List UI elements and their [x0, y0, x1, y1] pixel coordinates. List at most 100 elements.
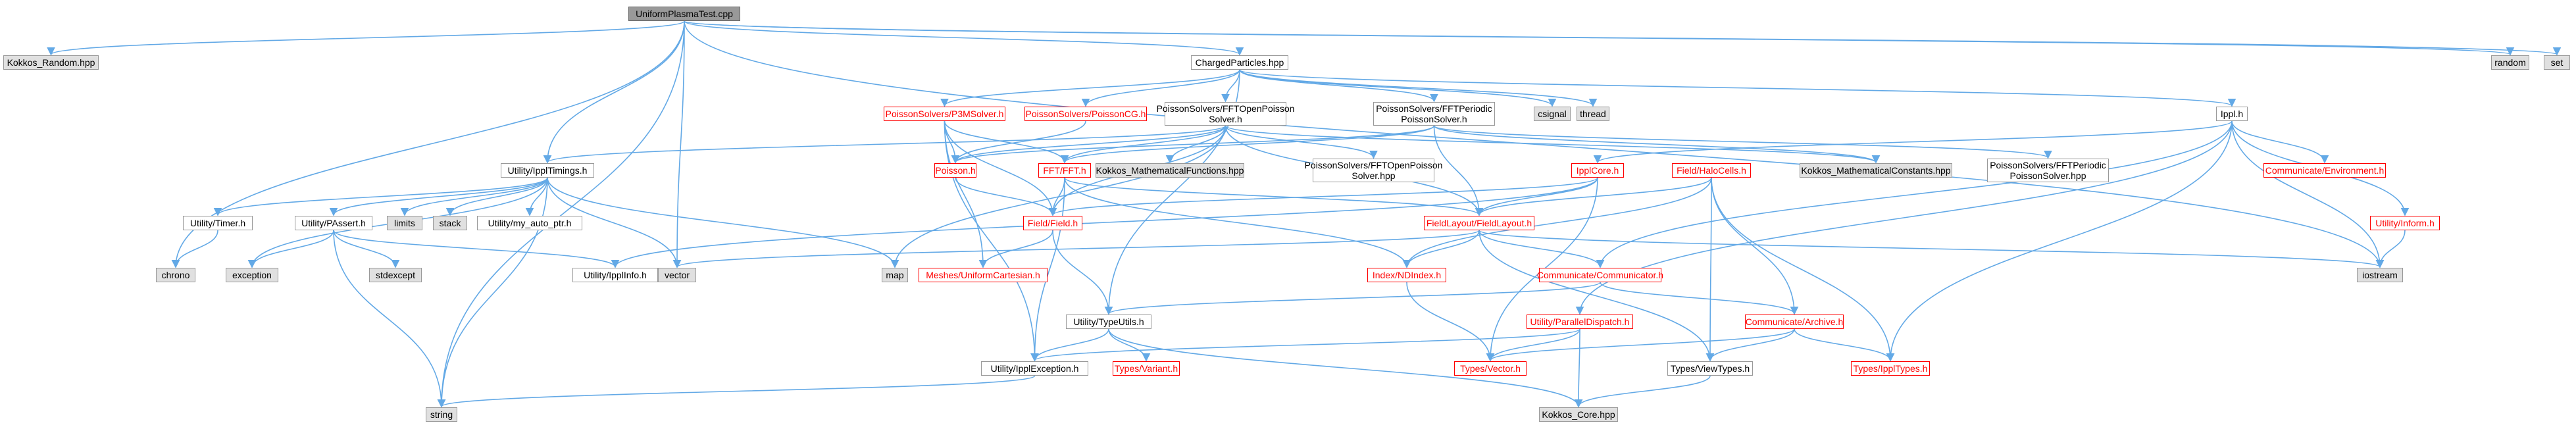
node-fft-periodic-solver-hpp[interactable]: PoissonSolvers/FFTPeriodic PoissonSolver…	[1987, 159, 2109, 182]
edge-halo-cells-to-view-types	[1705, 177, 1715, 362]
node-type-utils[interactable]: Utility/TypeUtils.h	[1066, 315, 1151, 329]
node-p3m-solver[interactable]: PoissonSolvers/P3MSolver.h	[884, 107, 1005, 121]
edge-ippl-timings-to-stack	[445, 177, 548, 216]
edge-field-layout-to-view-types	[1478, 230, 1715, 362]
edge-ippl-timings-to-limits	[400, 177, 548, 216]
edge-timer-to-chrono	[171, 230, 218, 268]
node-csignal[interactable]: csignal	[1534, 107, 1571, 121]
node-charged-particles[interactable]: ChargedParticles.hpp	[1191, 55, 1288, 70]
node-fft-open-solver-h[interactable]: PoissonSolvers/FFTOpenPoisson Solver.h	[1156, 102, 1295, 126]
node-field-layout[interactable]: FieldLayout/FieldLayout.h	[1424, 216, 1534, 230]
edge-fft-periodic-solver-h-to-fft-periodic-solver-hpp	[1433, 125, 2052, 159]
edge-fft-periodic-solver-h-to-field-layout	[1433, 125, 1484, 216]
edge-fft-open-solver-h-to-kokkos-math-constants	[1225, 125, 1881, 164]
node-ippl-types[interactable]: Types/IpplTypes.h	[1851, 361, 1930, 376]
edge-ippl-h-to-communicator	[1596, 120, 2233, 268]
node-random[interactable]: random	[2491, 55, 2529, 70]
edge-ippl-timings-to-vector	[547, 177, 682, 268]
node-types-vector[interactable]: Types/Vector.h	[1454, 361, 1527, 376]
node-my-auto-ptr[interactable]: Utility/my_auto_ptr.h	[477, 216, 582, 230]
edge-communicator-to-archive	[1600, 282, 1799, 315]
edge-view-types-to-kokkos-core	[1574, 375, 1711, 408]
node-thread-visible[interactable]: thread	[1577, 107, 1609, 121]
node-ndindex[interactable]: Index/NDIndex.h	[1367, 268, 1446, 282]
node-field-h[interactable]: Field/Field.h	[1023, 216, 1082, 230]
node-stack[interactable]: stack	[433, 216, 467, 230]
node-halo-cells[interactable]: Field/HaloCells.h	[1672, 163, 1751, 178]
edge-archive-to-view-types	[1705, 328, 1795, 362]
edge-fft-open-solver-h-to-map	[890, 125, 1226, 268]
node-ippl-h[interactable]: Ippl.h	[2216, 107, 2248, 121]
edge-fft-h-to-field-layout	[1064, 177, 1484, 216]
edge-fft-open-solver-h-to-fft-h	[1060, 125, 1226, 164]
edge-field-h-to-type-utils	[1052, 230, 1113, 315]
edge-p3m-solver-to-uniform-cartesian	[944, 120, 988, 268]
edge-charged-particles-to-poisson-cg	[1081, 69, 1240, 107]
node-string[interactable]: string	[426, 407, 457, 422]
edge-fft-h-to-ippl-exception	[1030, 177, 1065, 362]
edge-p3m-solver-to-fft-h	[944, 120, 1069, 164]
node-exception[interactable]: exception	[226, 268, 278, 282]
node-variant[interactable]: Types/Variant.h	[1113, 361, 1180, 376]
node-archive[interactable]: Communicate/Archive.h	[1745, 315, 1844, 329]
node-kokkos-core[interactable]: Kokkos_Core.hpp	[1539, 407, 1618, 422]
node-fft-open-solver-hpp[interactable]: PoissonSolvers/FFTOpenPoisson Solver.hpp	[1304, 159, 1443, 182]
node-vector[interactable]: vector	[658, 268, 696, 282]
node-ippl-core[interactable]: IpplCore.h	[1571, 163, 1624, 178]
node-ippl-info[interactable]: Utility/IpplInfo.h	[572, 268, 658, 282]
edge-charged-particles-to-p3m-solver	[940, 69, 1240, 107]
node-ippl-exception[interactable]: Utility/IpplException.h	[981, 361, 1088, 376]
node-chrono[interactable]: chrono	[156, 268, 195, 282]
edge-ippl-h-to-iostream	[2231, 120, 2385, 268]
node-poisson-h[interactable]: Poisson.h	[934, 163, 976, 178]
edge-field-layout-to-vector	[673, 230, 1480, 268]
node-kokkos-math-constants[interactable]: Kokkos_MathematicalConstants.hpp	[1800, 163, 1952, 178]
node-passert[interactable]: Utility/PAssert.h	[295, 216, 372, 230]
edge-root-to-iostream	[684, 20, 2385, 268]
edge-charged-particles-to-ippl-h	[1239, 69, 2236, 107]
edge-halo-cells-to-field-layout	[1475, 177, 1712, 216]
edge-root-to-string	[437, 20, 685, 408]
node-parallel-dispatch[interactable]: Utility/ParallelDispatch.h	[1527, 315, 1633, 329]
node-inform[interactable]: Utility/Inform.h	[2370, 216, 2440, 230]
edge-ippl-exception-to-string	[438, 375, 1036, 408]
edge-poisson-cg-to-poisson-h	[951, 120, 1086, 164]
edge-passert-to-stdexcept	[333, 230, 400, 268]
edge-fft-periodic-solver-h-to-kokkos-math-constants	[1433, 125, 1881, 164]
edge-halo-cells-to-ndindex	[1402, 177, 1712, 268]
node-iostream[interactable]: iostream	[2357, 268, 2403, 282]
edge-type-utils-to-variant	[1108, 328, 1151, 362]
edge-ippl-h-to-ippl-types	[1886, 120, 2233, 362]
node-map[interactable]: map	[882, 268, 908, 282]
node-root[interactable]: UniformPlasmaTest.cpp	[628, 7, 740, 21]
node-ippl-timings[interactable]: Utility/IpplTimings.h	[501, 163, 594, 178]
node-fft-periodic-solver-h[interactable]: PoissonSolvers/FFTPeriodic PoissonSolver…	[1373, 102, 1495, 126]
edge-fft-open-solver-h-to-poisson-h	[951, 125, 1226, 164]
edge-archive-to-ippl-types	[1794, 328, 1895, 362]
edge-ippl-core-to-ippl-info	[611, 177, 1598, 268]
edge-ippl-timings-to-passert	[329, 177, 548, 216]
node-uniform-cartesian[interactable]: Meshes/UniformCartesian.h	[919, 268, 1048, 282]
node-communicate-environment[interactable]: Communicate/Environment.h	[2263, 163, 2386, 178]
edge-parallel-dispatch-to-ippl-exception	[1030, 328, 1580, 362]
node-stdexcept[interactable]: stdexcept	[369, 268, 422, 282]
node-kokkos-random[interactable]: Kokkos_Random.hpp	[3, 55, 99, 70]
edge-field-h-to-uniform-cartesian	[978, 230, 1053, 268]
node-poisson-cg[interactable]: PoissonSolvers/PoissonCG.h	[1024, 107, 1147, 121]
node-limits[interactable]: limits	[387, 216, 422, 230]
node-timer[interactable]: Utility/Timer.h	[183, 216, 253, 230]
edge-fft-open-solver-h-to-ippl-timings	[543, 125, 1226, 164]
node-set[interactable]: set	[2544, 55, 2570, 70]
node-view-types[interactable]: Types/ViewTypes.h	[1667, 361, 1753, 376]
node-kokkos-math-functions[interactable]: Kokkos_MathematicalFunctions.hpp	[1096, 163, 1244, 178]
node-communicator[interactable]: Communicate/Communicator.h	[1537, 268, 1663, 282]
edge-ippl-core-to-field-h	[1048, 177, 1598, 216]
edge-fft-periodic-solver-h-to-poisson-h	[951, 125, 1435, 164]
edge-ippl-timings-to-timer	[213, 177, 548, 216]
node-fft-h[interactable]: FFT/FFT.h	[1038, 163, 1091, 178]
edge-charged-particles-to-thread-visible	[1239, 69, 1598, 107]
edge-communicator-to-type-utils	[1104, 282, 1601, 315]
edge-passert-to-ippl-info	[333, 230, 620, 268]
